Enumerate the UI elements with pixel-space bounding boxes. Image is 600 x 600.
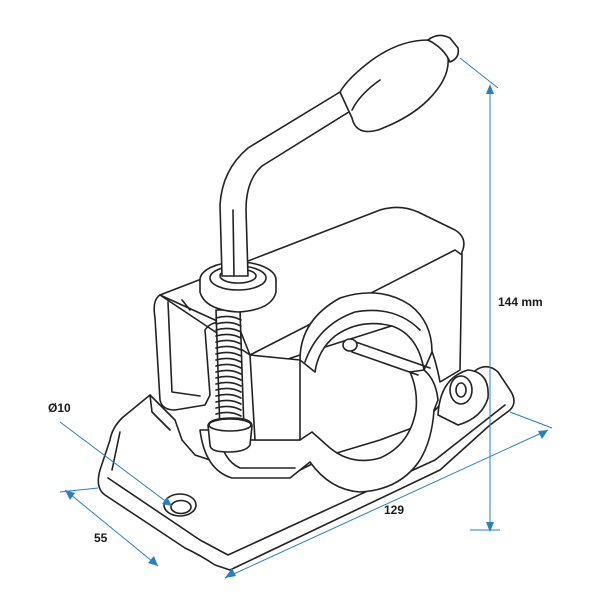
handle-grip	[339, 39, 449, 133]
length-label: 129	[384, 503, 404, 517]
spindle-threads	[215, 315, 242, 423]
pivot-bolt	[449, 375, 473, 405]
base-plate	[97, 365, 515, 571]
dimension-lines	[59, 57, 553, 579]
length-dimension-line	[224, 429, 549, 579]
handle	[219, 34, 460, 277]
hole-diameter-label: Ø10	[48, 401, 71, 415]
height-label: 144 mm	[498, 295, 543, 309]
spindle-nut	[199, 261, 277, 313]
width-label: 55	[94, 531, 108, 545]
threaded-spindle	[207, 309, 253, 453]
width-dimension-line	[64, 489, 159, 567]
hole-leader-line	[59, 421, 173, 507]
